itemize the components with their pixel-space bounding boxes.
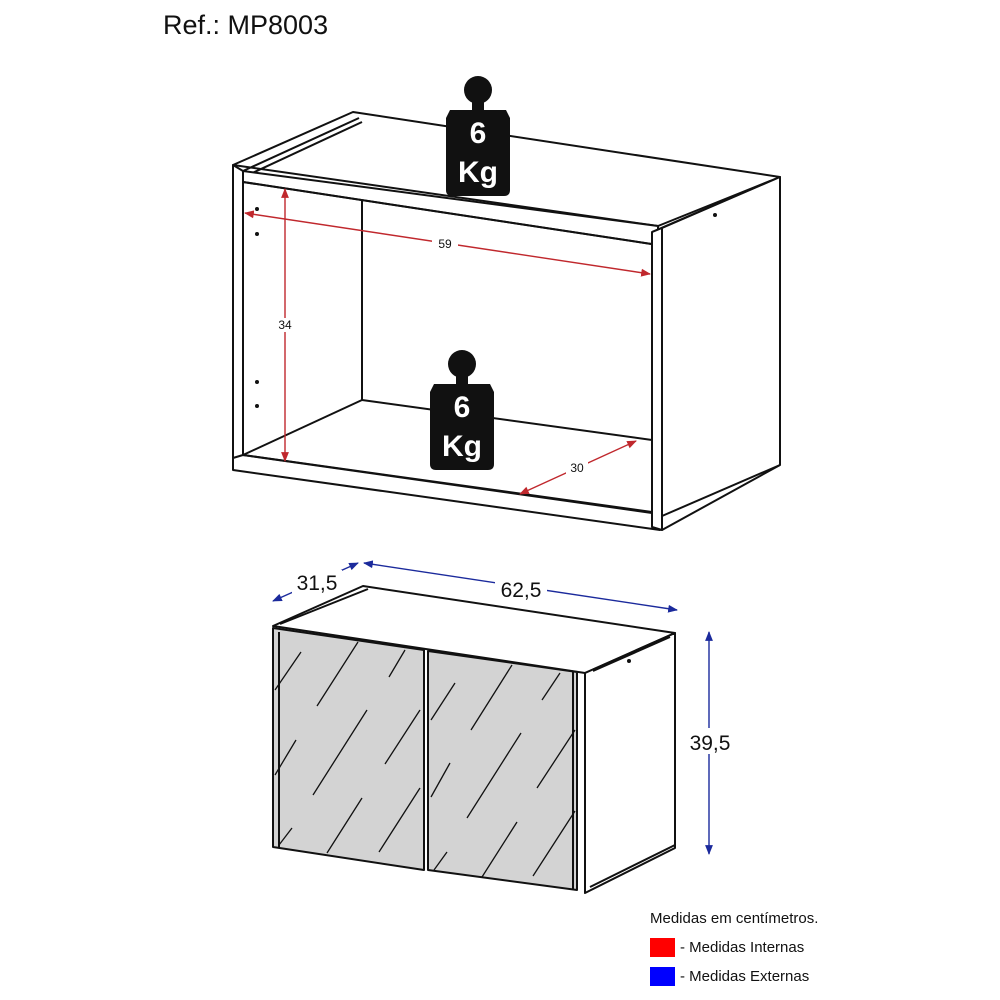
weight-icon: 6 Kg [446,76,510,196]
legend-item-external: - Medidas Externas [650,962,818,991]
external-height-label: 39,5 [690,732,731,755]
legend-title: Medidas em centímetros. [650,910,819,927]
red-swatch [650,938,675,957]
screw-hole [627,659,631,663]
reference-title: Ref.: MP8003 [163,10,329,40]
weight-icon: 6 Kg [430,350,494,470]
internal-depth-label: 30 [570,461,584,475]
top-weight-value: 6 [470,117,487,150]
legend-internal-label: - Medidas Internas [680,939,805,956]
legend-item-internal: - Medidas Internas [650,933,818,962]
internal-height-label: 34 [278,318,292,332]
bottom-weight-value: 6 [454,391,471,424]
legend: Medidas em centímetros. - Medidas Intern… [650,910,818,991]
internal-width-label: 59 [438,237,452,251]
bottom-weight-unit: Kg [442,430,482,463]
external-depth-label: 31,5 [297,572,338,595]
blue-swatch [650,967,675,986]
legend-external-label: - Medidas Externas [680,968,810,985]
top-weight-unit: Kg [458,156,498,189]
glass-reflection-lines [274,641,576,878]
external-width-label: 62,5 [501,579,542,602]
closed-cabinet [272,585,676,894]
